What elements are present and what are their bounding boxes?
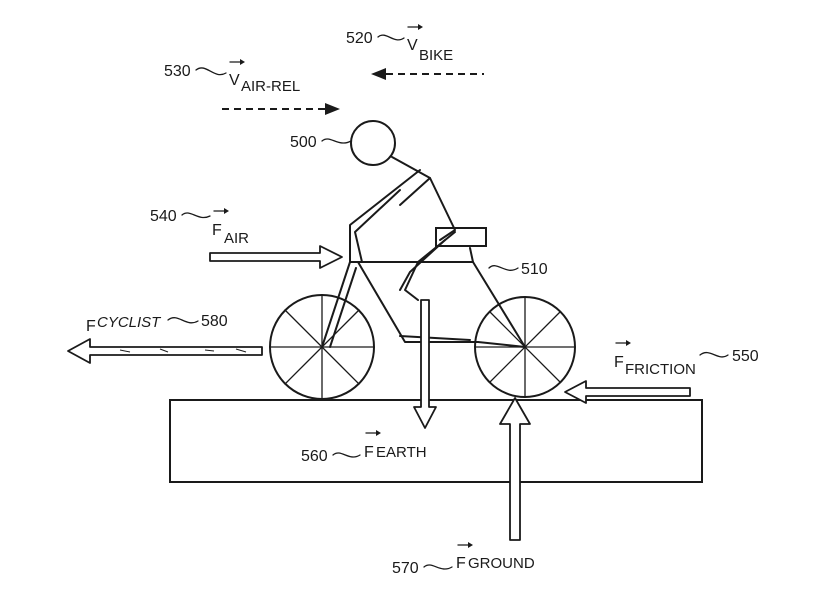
f-earth-subscript: EARTH [376, 444, 427, 461]
label-f-earth: F EARTH [364, 430, 427, 461]
f-earth-arrow [413, 299, 437, 429]
bike-frame [321, 227, 526, 348]
f-air-arrow [209, 245, 343, 269]
f-friction-symbol: F [614, 354, 624, 371]
ground-block [169, 399, 703, 483]
f-cyclist-subscript: CYCLIST [97, 314, 162, 331]
f-friction-arrow [564, 380, 691, 404]
rider-head [350, 120, 396, 166]
ref-550: 550 [732, 348, 759, 365]
f-ground-symbol: F [456, 555, 466, 572]
ref-580: 580 [201, 313, 228, 330]
f-cyclist-symbol: F [86, 318, 96, 335]
rear-wheel [269, 294, 375, 400]
label-f-friction: F FRICTION [614, 340, 696, 378]
f-ground-arrow [499, 397, 531, 541]
v-bike-symbol: V [407, 37, 418, 54]
ref-560: 560 [301, 448, 328, 465]
ref-570: 570 [392, 560, 419, 577]
label-v-air-rel: V AIR-REL [229, 59, 300, 95]
label-f-ground: F GROUND [456, 542, 535, 572]
ref-540: 540 [150, 208, 177, 225]
v-air-subscript: AIR-REL [241, 78, 300, 95]
ref-500: 500 [290, 134, 317, 151]
label-f-cyclist: F CYCLIST [86, 314, 162, 335]
ref-520: 520 [346, 30, 373, 47]
label-f-air: F AIR [212, 208, 249, 247]
v-bike-subscript: BIKE [419, 47, 453, 64]
v-air-symbol: V [229, 72, 240, 89]
f-ground-subscript: GROUND [468, 555, 535, 572]
f-earth-symbol: F [364, 444, 374, 461]
rider-figure [349, 120, 456, 301]
v-bike-arrow [371, 68, 484, 80]
leader-lines [167, 34, 729, 570]
v-air-rel-arrow [222, 103, 340, 115]
ref-530: 530 [164, 63, 191, 80]
label-v-bike: V BIKE [407, 24, 453, 64]
f-air-subscript: AIR [224, 230, 249, 247]
f-air-symbol: F [212, 222, 222, 239]
f-friction-subscript: FRICTION [625, 361, 696, 378]
ref-510: 510 [521, 261, 548, 278]
